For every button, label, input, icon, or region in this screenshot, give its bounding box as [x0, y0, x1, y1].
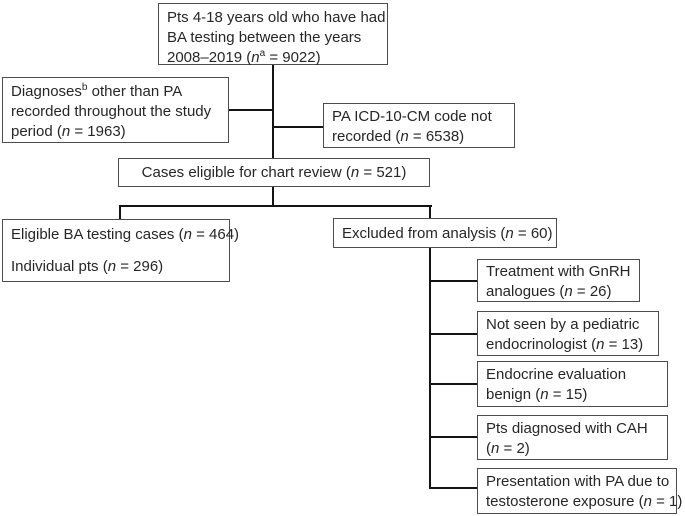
text-line: Excluded from analysis (n = 60): [342, 224, 553, 242]
text-line: Diagnosesb other than PA: [11, 82, 183, 101]
connector-split-horizontal: [119, 205, 432, 207]
text-line: (n = 2): [486, 440, 530, 457]
box-excluded: Excluded from analysis (n = 60): [333, 218, 557, 248]
box-other-diagnoses: Diagnosesb other than PA recorded throug…: [2, 77, 229, 143]
box-benign-evaluation: Endocrine evaluation benign (n = 15): [477, 361, 668, 407]
text-line: Pts diagnosed with CAH: [486, 420, 648, 437]
text-line: Pts 4-18 years old who have had: [167, 9, 386, 26]
box-testosterone-exposure: Presentation with PA due to testosterone…: [477, 468, 683, 514]
connector-excluded-trunk: [429, 248, 431, 489]
connector-branch-cah: [431, 436, 477, 438]
box-gnrh: Treatment with GnRH analogues (n = 26): [477, 259, 640, 302]
connector-drop-right: [429, 205, 431, 218]
text-line: analogues (n = 26): [486, 283, 612, 300]
text-line: endocrinologist (n = 13): [486, 336, 644, 353]
box-chart-review: Cases eligible for chart review (n = 521…: [118, 158, 430, 187]
text-line: period (n = 1963): [11, 123, 126, 140]
text-line: Cases eligible for chart review (n = 521…: [141, 164, 407, 181]
text-line: 2008–2019 (na = 9022): [167, 48, 321, 67]
connector-branch-not-seen: [431, 333, 477, 335]
text-line: testosterone exposure (n = 1): [486, 493, 683, 510]
box-population: Pts 4-18 years old who have had BA testi…: [158, 3, 388, 67]
text-line: Presentation with PA due to: [486, 473, 670, 490]
connector-top-vertical: [272, 65, 274, 158]
connector-branch-testosterone: [431, 487, 477, 489]
box-icd-not-recorded: PA ICD-10-CM code not recorded (n = 6538…: [323, 103, 515, 148]
text-line: benign (n = 15): [486, 386, 588, 403]
box-eligible-cases: Eligible BA testing cases (n = 464) Indi…: [2, 219, 240, 282]
text-line: Treatment with GnRH: [486, 263, 631, 280]
connector-branch-benign: [431, 383, 477, 385]
box-not-seen-endocrinologist: Not seen by a pediatric endocrinologist …: [477, 311, 659, 356]
text-line: Individual pts (n = 296): [11, 258, 164, 275]
text-line: PA ICD-10-CM code not: [332, 108, 492, 125]
text-line: Endocrine evaluation: [486, 366, 627, 383]
text-line: recorded (n = 6538): [332, 128, 465, 145]
connector-mid-vertical: [272, 187, 274, 206]
connector-drop-left: [119, 205, 121, 219]
connector-right-exclusion: [273, 126, 323, 128]
text-line: recorded throughout the study: [11, 103, 212, 120]
connector-left-exclusion: [229, 109, 274, 111]
text-line: Not seen by a pediatric: [486, 316, 640, 333]
box-cah: Pts diagnosed with CAH (n = 2): [477, 415, 668, 460]
text-line: BA testing between the years: [167, 29, 362, 46]
connector-branch-gnrh: [431, 280, 477, 282]
text-line: Eligible BA testing cases (n = 464): [11, 226, 240, 243]
